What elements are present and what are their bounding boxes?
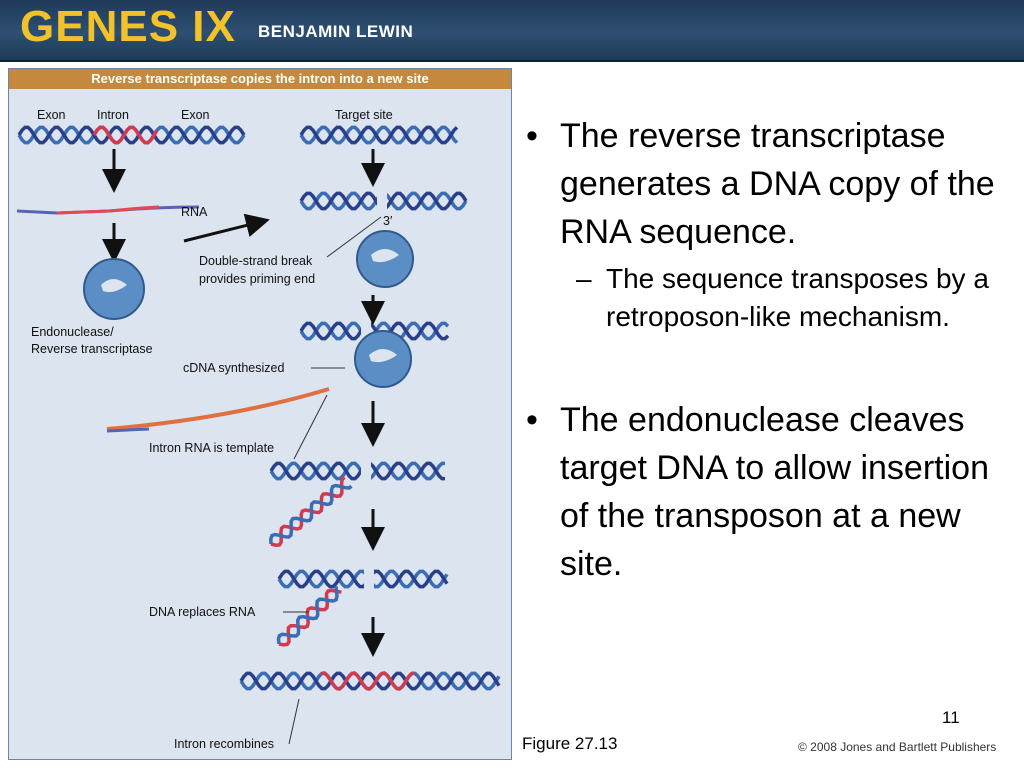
title-banner: GENES IX BENJAMIN LEWIN <box>0 0 1024 62</box>
label-recombines: Intron recombines <box>174 737 274 751</box>
label-intron: Intron <box>97 108 129 122</box>
label-cdna: cDNA synthesized <box>183 361 284 375</box>
sub-bullet-1-text: The sequence transposes by a retroposon-… <box>606 263 989 332</box>
slide-number: 11 <box>942 708 960 727</box>
endonuclease-protein-1 <box>83 258 145 320</box>
leader-recombines <box>288 698 300 745</box>
label-endonuclease-1: Endonuclease/ <box>31 325 114 339</box>
label-ds-break-2: provides priming end <box>199 272 315 286</box>
label-exon-left: Exon <box>37 108 66 122</box>
author-name: BENJAMIN LEWIN <box>258 22 414 41</box>
rna-intron-segment <box>56 205 160 215</box>
helix-target-break <box>299 189 468 213</box>
bullet-1-text: The reverse transcriptase generates a DN… <box>560 117 995 251</box>
helix-recombined <box>239 671 501 691</box>
label-endonuclease-2: Reverse transcriptase <box>31 342 153 356</box>
bullet-2: • The endonuclease cleaves target DNA to… <box>518 396 1018 588</box>
label-three-prime: 3′ <box>383 214 393 228</box>
label-template: Intron RNA is template <box>149 441 274 455</box>
helix-template-stage <box>269 459 445 483</box>
endonuclease-protein-2 <box>356 230 414 288</box>
leader-template <box>293 394 328 460</box>
label-ds-break-1: Double-strand break <box>199 254 313 268</box>
figure-caption: Figure 27.13 <box>522 734 618 753</box>
figure-panel: Reverse transcriptase copies the intron … <box>8 68 512 760</box>
bullet-2-text: The endonuclease cleaves target DNA to a… <box>560 401 989 583</box>
bullet-marker: • <box>526 401 538 439</box>
bullet-marker: • <box>526 117 538 155</box>
leader-ds-break <box>326 216 382 258</box>
sub-bullet-marker: – <box>576 263 592 294</box>
helix-red-branch-2 <box>276 586 342 647</box>
template-rna-strand <box>106 387 330 431</box>
copyright-notice: © 2008 Jones and Bartlett Publishers <box>798 740 997 754</box>
bullet-list: • The reverse transcriptase generates a … <box>518 112 1018 588</box>
sub-bullet-1: – The sequence transposes by a retroposo… <box>518 260 1018 336</box>
endonuclease-protein-3 <box>354 330 412 388</box>
helix-exon-intron <box>17 125 246 145</box>
label-rna: RNA <box>181 205 208 219</box>
helix-replace-stage <box>277 567 449 591</box>
brand-title: GENES IX <box>20 2 236 51</box>
bullet-1: • The reverse transcriptase generates a … <box>518 112 1018 256</box>
label-target-site: Target site <box>335 108 393 122</box>
label-dna-replaces: DNA replaces RNA <box>149 605 256 619</box>
arrow-diagonal <box>183 213 270 243</box>
template-rna-edge <box>106 427 150 433</box>
dna-helices <box>17 125 501 691</box>
helix-red-branch-1 <box>269 476 353 547</box>
figure-title: Reverse transcriptase copies the intron … <box>9 69 511 89</box>
diagram: Exon Intron Exon Target site RNA 3′ Doub… <box>16 108 501 751</box>
label-exon-right: Exon <box>181 108 210 122</box>
helix-target <box>299 125 459 145</box>
